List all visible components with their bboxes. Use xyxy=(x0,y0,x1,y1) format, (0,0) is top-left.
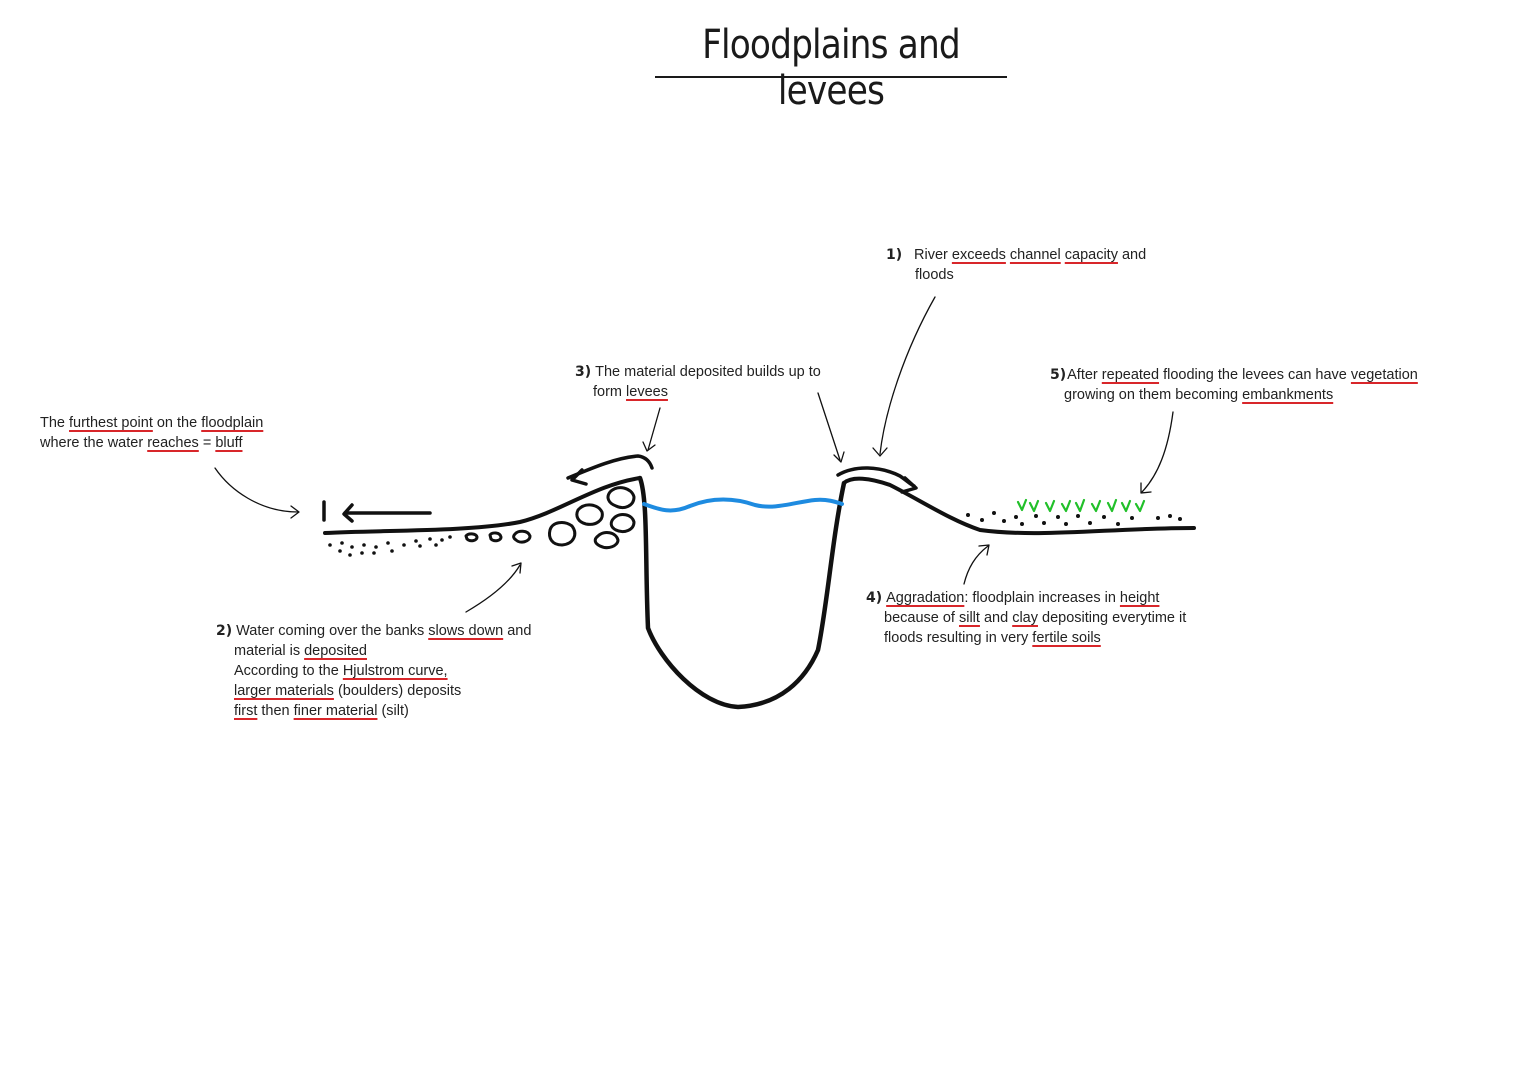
step4-pointer-arrow xyxy=(963,545,989,585)
step2-number: 2) xyxy=(216,623,233,639)
step5-pointer-arrow xyxy=(1141,411,1174,493)
left-levee-cap xyxy=(566,454,654,480)
right-overflow-arrowhead xyxy=(900,476,918,494)
right-levee-ground xyxy=(842,476,1196,536)
step1-note: 1)River exceeds channel capacity and flo… xyxy=(886,247,1147,283)
bluff-arrowhead xyxy=(342,503,354,523)
left-floodplain-ground xyxy=(323,476,642,535)
river-channel xyxy=(637,475,847,710)
boulder xyxy=(464,532,479,543)
boulder xyxy=(609,513,636,534)
step1-number: 1) xyxy=(886,247,903,263)
step3-pointer-arrow-right xyxy=(817,392,841,461)
step4-note: 4)Aggradation: floodplain increases in h… xyxy=(866,590,1187,646)
boulder xyxy=(548,521,577,547)
step2-note: 2)Water coming over the banks slows down… xyxy=(216,623,532,719)
page-title: Floodplains and levees xyxy=(702,22,961,114)
water-surface xyxy=(642,497,844,513)
left-levee-arrowhead xyxy=(570,468,588,486)
boulder xyxy=(593,531,620,550)
bluff-pointer-arrow xyxy=(214,467,299,513)
step1-pointer-arrow xyxy=(879,296,936,455)
boulder xyxy=(488,531,503,543)
step5-note: 5)After repeated flooding the levees can… xyxy=(1050,367,1418,403)
silt-deposits-left xyxy=(328,535,452,557)
boulder xyxy=(575,503,604,526)
silt-deposits-right xyxy=(966,511,1182,526)
step3-pointer-arrow xyxy=(647,407,661,451)
bluff-note: The furthest point on the floodplain whe… xyxy=(40,415,264,451)
vegetation xyxy=(1016,498,1146,513)
boulder xyxy=(606,486,636,510)
step4-number: 4) xyxy=(866,590,883,606)
right-overflow-arrow xyxy=(836,466,916,488)
step2-pointer-arrow xyxy=(465,564,521,613)
boulder xyxy=(512,529,532,544)
step3-note: 3)The material deposited builds up to fo… xyxy=(575,364,821,400)
step3-number: 3) xyxy=(575,364,592,380)
step5-number: 5) xyxy=(1050,367,1067,383)
title-underline xyxy=(655,76,1007,78)
